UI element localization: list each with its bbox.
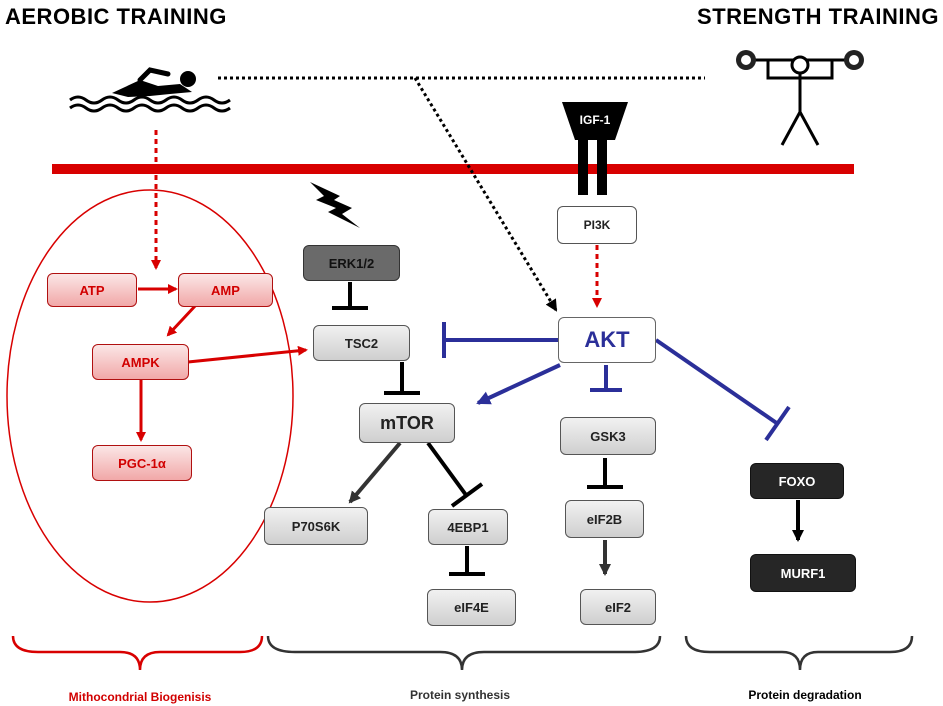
4ebp1-inhibits-eif4e — [449, 546, 485, 576]
mtor-inhibits-4ebp1 — [426, 441, 484, 508]
akt-node: AKT — [558, 317, 656, 363]
mtor-node: mTOR — [359, 403, 455, 443]
protein-synthesis-caption: Protein synthesis — [409, 688, 511, 702]
eif2b-node: eIF2B — [565, 500, 644, 538]
mitochondrial-region — [6, 189, 294, 603]
lightning-bolt-icon — [310, 182, 360, 228]
brace-mito — [11, 635, 264, 671]
brace-degradation — [684, 635, 914, 671]
pgc1a-node: PGC-1α — [92, 445, 192, 481]
ampk-to-tsc2-arrow — [187, 345, 308, 364]
amp-node: AMP — [178, 273, 273, 307]
tsc2-node: TSC2 — [313, 325, 410, 361]
receptor-bar-right — [597, 140, 607, 195]
swimmer-icon — [69, 67, 231, 113]
eif2-node: eIF2 — [580, 589, 656, 625]
akt-inhibits-tsc2 — [442, 322, 558, 358]
cell-membrane — [52, 164, 854, 174]
strength-training-heading: STRENGTH TRAINING — [697, 4, 939, 29]
eif4e-node: eIF4E — [427, 589, 516, 626]
brace-synthesis — [266, 635, 662, 671]
protein-degradation-caption: Protein degradation — [748, 688, 862, 702]
akt-inhibits-foxo — [654, 338, 791, 442]
mito-biogenesis-caption: Mithocondrial Biogenisis — [68, 690, 212, 704]
amp-to-ampk-arrow — [166, 303, 198, 337]
gsk3-node: GSK3 — [560, 417, 656, 455]
4ebp1-node: 4EBP1 — [428, 509, 508, 545]
akt-inhibits-gsk3 — [590, 365, 622, 392]
pi3k-node: PI3K — [557, 206, 637, 244]
aerobic-training-heading: AEROBIC TRAINING — [5, 4, 227, 29]
mtor-to-p70s6k-arrow — [348, 441, 402, 504]
foxo-node: FOXO — [750, 463, 844, 499]
erk-inhibits-tsc2 — [332, 282, 368, 310]
igf1-label: IGF-1 — [579, 113, 611, 127]
gsk3-inhibits-eif2b — [587, 458, 623, 489]
p70s6k-node: P70S6K — [264, 507, 368, 545]
tsc2-inhibits-mtor — [384, 362, 420, 395]
erk-node: ERK1/2 — [303, 245, 400, 281]
akt-to-mtor-arrow — [476, 363, 561, 405]
ampk-node: AMPK — [92, 344, 189, 380]
atp-node: ATP — [47, 273, 137, 307]
receptor-bar-left — [578, 140, 588, 195]
weightlifter-icon — [736, 50, 864, 146]
murf1-node: MURF1 — [750, 554, 856, 592]
training-to-akt-arrow — [413, 77, 558, 312]
igf1-ligand-shape — [562, 102, 628, 140]
